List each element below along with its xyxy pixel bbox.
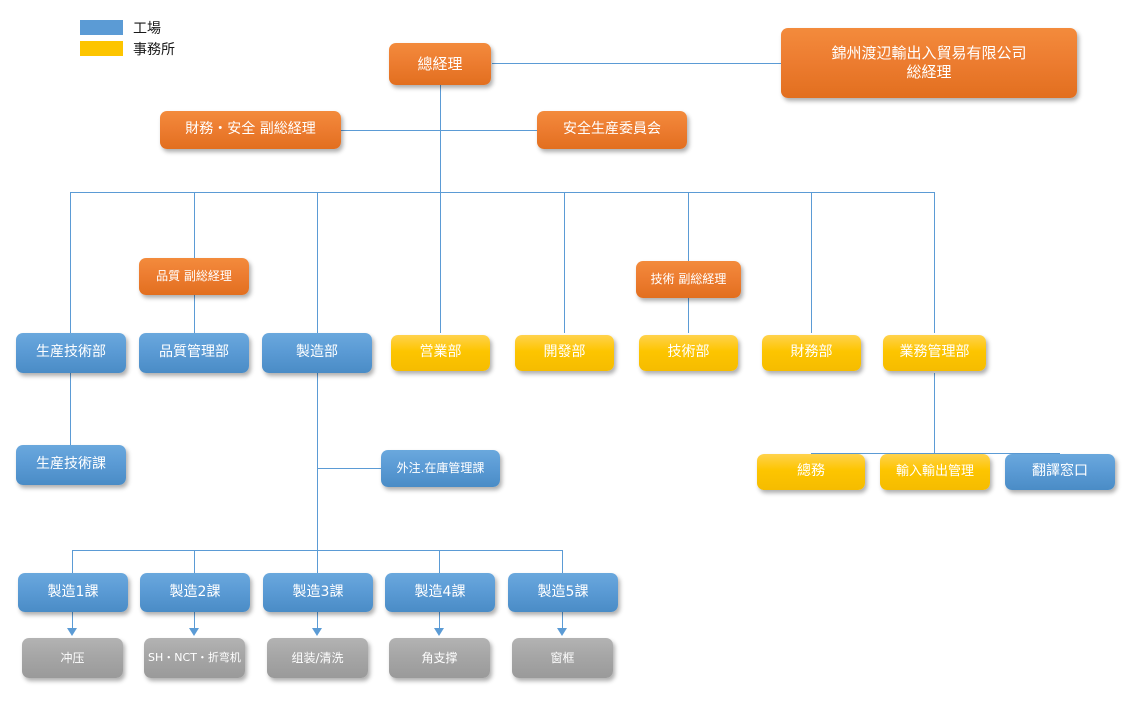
node-finance-dept-label: 財務部 — [790, 344, 833, 361]
node-vp-technology[interactable]: 技術 副総経理 — [636, 261, 741, 298]
node-mfg-section-2-label: 製造2課 — [169, 583, 221, 600]
connector-drop-business-mgmt-dept — [934, 192, 935, 333]
connector-manufacturing-trunk — [317, 373, 318, 574]
legend-swatch-factory — [80, 20, 123, 35]
node-import-export-mgmt-label: 輸入輸出管理 — [895, 463, 974, 479]
connector-ceo-to-parent — [492, 63, 781, 64]
node-process-1-label: 冲压 — [60, 650, 85, 665]
node-translation-desk-label: 翻譯窓口 — [1032, 463, 1088, 480]
connector-manufacturing-to-outsourcing — [317, 468, 381, 469]
node-vp-quality[interactable]: 品質 副総経理 — [139, 258, 249, 295]
legend-item-factory: 工場 — [80, 18, 175, 37]
node-vp-technology-label: 技術 副総経理 — [650, 272, 727, 286]
node-mfg-section-3-label: 製造3課 — [292, 583, 344, 600]
connector-main-bus — [70, 192, 935, 193]
node-safety-committee[interactable]: 安全生産委員会 — [537, 111, 687, 149]
connector-drop-mfg-2 — [194, 550, 195, 573]
node-prod-tech-section[interactable]: 生産技術課 — [16, 445, 126, 485]
node-import-export-mgmt[interactable]: 輸入輸出管理 — [880, 454, 990, 490]
connector-drop-mfg-5 — [562, 550, 563, 573]
legend-swatch-office — [80, 41, 123, 56]
node-development-dept[interactable]: 開發部 — [515, 335, 614, 371]
node-parent-company-line1: 錦州渡辺輸出入貿易有限公司 — [831, 44, 1027, 63]
node-manufacturing-dept-label: 製造部 — [296, 344, 338, 361]
node-mfg-section-2[interactable]: 製造2課 — [140, 573, 250, 612]
connector-finance-to-safety — [341, 130, 537, 131]
node-development-dept-label: 開發部 — [543, 344, 586, 361]
node-process-1[interactable]: 冲压 — [22, 638, 123, 678]
connector-mfg-5-to-process — [562, 612, 563, 629]
connector-drop-sales-dept — [440, 192, 441, 333]
connector-drop-mfg-4 — [439, 550, 440, 573]
connector-mfg-3-to-process — [317, 612, 318, 629]
connector-ceo-down — [440, 85, 441, 193]
legend-item-office: 事務所 — [80, 39, 175, 58]
node-mfg-section-5[interactable]: 製造5課 — [508, 573, 618, 612]
arrow-process-5 — [557, 628, 567, 636]
node-process-2[interactable]: SH・NCT・折弯机 — [144, 638, 245, 678]
node-technology-dept-label: 技術部 — [667, 344, 710, 361]
legend: 工場 事務所 — [80, 18, 175, 60]
node-prod-tech-dept-label: 生産技術部 — [36, 344, 106, 361]
node-process-3-label: 组装/清洗 — [291, 650, 344, 665]
node-ceo[interactable]: 總経理 — [389, 43, 491, 85]
node-mfg-section-3[interactable]: 製造3課 — [263, 573, 373, 612]
node-prod-tech-section-label: 生産技術課 — [36, 456, 106, 473]
arrow-process-2 — [189, 628, 199, 636]
node-process-2-label: SH・NCT・折弯机 — [148, 651, 241, 665]
node-process-4-label: 角支撑 — [421, 650, 458, 665]
node-process-4[interactable]: 角支撑 — [389, 638, 490, 678]
connector-business-mgmt-trunk — [934, 373, 935, 453]
node-parent-company-line2: 総経理 — [906, 63, 952, 81]
node-process-3[interactable]: 组装/清洗 — [267, 638, 368, 678]
node-vp-quality-label: 品質 副総経理 — [156, 269, 232, 283]
node-outsourcing-inventory-label: 外注.在庫管理課 — [396, 461, 485, 475]
connector-mfg-1-to-process — [72, 612, 73, 629]
node-mfg-section-1-label: 製造1課 — [47, 583, 99, 600]
node-business-mgmt-dept[interactable]: 業務管理部 — [883, 335, 986, 371]
node-vp-finance-safety-label: 財務・安全 副総経理 — [185, 121, 316, 138]
connector-business-mgmt-sub-bus — [811, 453, 1059, 454]
node-mfg-section-4[interactable]: 製造4課 — [385, 573, 495, 612]
legend-label-office: 事務所 — [133, 41, 175, 58]
node-mfg-section-5-label: 製造5課 — [537, 583, 589, 600]
node-parent-company[interactable]: 錦州渡辺輸出入貿易有限公司 総経理 — [781, 28, 1077, 98]
node-technology-dept[interactable]: 技術部 — [639, 335, 738, 371]
node-general-affairs[interactable]: 總務 — [757, 454, 865, 490]
connector-drop-finance-dept — [811, 192, 812, 333]
node-sales-dept[interactable]: 営業部 — [391, 335, 490, 371]
node-outsourcing-inventory[interactable]: 外注.在庫管理課 — [381, 450, 500, 487]
connector-drop-prod-tech-dept — [70, 192, 71, 333]
legend-label-factory: 工場 — [133, 20, 161, 37]
node-ceo-label: 總経理 — [417, 54, 463, 73]
node-prod-tech-dept[interactable]: 生産技術部 — [16, 333, 126, 373]
node-safety-committee-label: 安全生産委員会 — [563, 121, 661, 138]
node-sales-dept-label: 営業部 — [419, 344, 462, 361]
node-finance-dept[interactable]: 財務部 — [762, 335, 861, 371]
node-mfg-section-1[interactable]: 製造1課 — [18, 573, 128, 612]
node-quality-mgmt-dept[interactable]: 品質管理部 — [139, 333, 249, 373]
arrow-process-3 — [312, 628, 322, 636]
arrow-process-4 — [434, 628, 444, 636]
node-process-5-label: 窗框 — [550, 650, 575, 665]
arrow-process-1 — [67, 628, 77, 636]
node-manufacturing-dept[interactable]: 製造部 — [262, 333, 372, 373]
connector-drop-mfg-3 — [317, 550, 318, 573]
connector-drop-manufacturing-dept — [317, 192, 318, 333]
node-translation-desk[interactable]: 翻譯窓口 — [1005, 454, 1115, 490]
node-process-5[interactable]: 窗框 — [512, 638, 613, 678]
connector-mfg-2-to-process — [194, 612, 195, 629]
connector-mfg-4-to-process — [439, 612, 440, 629]
connector-drop-development-dept — [564, 192, 565, 333]
connector-prod-tech-dept-to-section — [70, 373, 71, 445]
node-business-mgmt-dept-label: 業務管理部 — [899, 344, 970, 361]
node-general-affairs-label: 總務 — [797, 463, 825, 480]
connector-drop-mfg-1 — [72, 550, 73, 573]
node-mfg-section-4-label: 製造4課 — [414, 583, 466, 600]
node-vp-finance-safety[interactable]: 財務・安全 副総経理 — [160, 111, 341, 149]
node-quality-mgmt-dept-label: 品質管理部 — [159, 344, 229, 361]
